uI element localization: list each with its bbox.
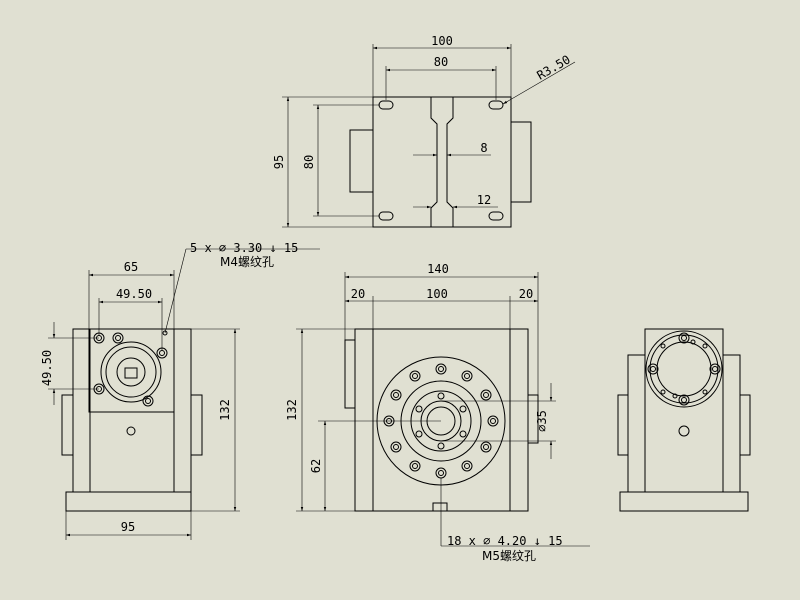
dim-front-140: 140: [427, 262, 449, 276]
left-view-bore-outer: [100, 341, 162, 403]
right-view-left-pillar: [627, 354, 646, 493]
left-view-keyway: [124, 367, 138, 379]
mount-slot-bottom-right: [488, 211, 504, 221]
right-view-center-body: [644, 328, 724, 493]
dim-left-95: 95: [121, 520, 135, 534]
right-view: [617, 328, 751, 512]
front-view-right-boss: [527, 394, 539, 444]
left-view-center-body: [89, 411, 175, 493]
left-view-right-pillar: [173, 328, 192, 493]
dim-front-mid-100: 100: [426, 287, 448, 301]
dim-front-62: 62: [309, 459, 323, 473]
front-view-bottom-slot: [432, 502, 448, 512]
left-hole-note-2: M4螺纹孔: [220, 255, 274, 269]
front-view-body-outline: [354, 328, 529, 512]
top-view-slot-left: [430, 97, 438, 227]
left-view-left-boss: [61, 394, 74, 456]
mount-slot-bottom-left: [378, 211, 394, 221]
top-view-left-boss: [349, 129, 374, 193]
dim-left-65: 65: [124, 260, 138, 274]
top-view-right-boss: [510, 121, 532, 203]
front-hole-note-1: 18 x ∅ 4.20 ↓ 15: [447, 534, 563, 548]
dim-front-right-20: 20: [519, 287, 533, 301]
left-view-base: [65, 491, 192, 512]
dim-slot-width: 8: [480, 141, 487, 155]
dim-top-height-outer: 95: [272, 155, 286, 169]
dim-radius: R3.50: [535, 52, 573, 82]
right-view-right-boss: [739, 394, 751, 456]
dim-top-width-inner: 80: [434, 55, 448, 69]
front-view: 140 20 100 20 132 62 ∅35 18 x ∅ 4.20 ↓ 1…: [285, 262, 590, 563]
top-view: 100 80 R3.50 95 80 8 12: [272, 34, 576, 228]
dim-left-4950-v: 49.50: [40, 350, 54, 386]
left-view-small-hole: [126, 426, 136, 436]
dim-top-width-outer: 100: [431, 34, 453, 48]
right-view-base: [619, 491, 749, 512]
left-view-left-pillar: [72, 328, 91, 493]
dim-top-height-inner: 80: [302, 155, 316, 169]
dim-left-4950-h: 49.50: [116, 287, 152, 301]
front-hole-note-2: M5螺纹孔: [482, 549, 536, 563]
outer-bolt-holes: [383, 363, 499, 479]
right-view-right-pillar: [722, 354, 741, 493]
dim-slot-bottom: 12: [477, 193, 491, 207]
right-view-bolt-holes: [647, 332, 721, 406]
left-view-shaft: [116, 357, 146, 387]
left-view: 5 x ∅ 3.30 ↓ 15 M4螺纹孔 65 49.50 49.50 132…: [40, 241, 320, 540]
front-view-left-boss: [344, 339, 356, 409]
inner-bolt-holes: [415, 392, 467, 450]
top-view-body: [372, 96, 512, 228]
dim-front-132: 132: [285, 399, 299, 421]
left-hole-note-1: 5 x ∅ 3.30 ↓ 15: [190, 241, 298, 255]
dim-left-132: 132: [218, 399, 232, 421]
left-view-right-boss: [190, 394, 203, 456]
dim-front-left-20: 20: [351, 287, 365, 301]
right-view-small-hole: [678, 425, 690, 437]
mount-slot-top-right: [488, 100, 504, 110]
right-view-flange: [645, 330, 723, 408]
top-view-slot-right: [446, 97, 454, 227]
mount-slot-top-left: [378, 100, 394, 110]
right-view-left-boss: [617, 394, 629, 456]
left-view-flange-plate: [88, 328, 175, 413]
dim-front-dia-35: ∅35: [535, 410, 549, 432]
